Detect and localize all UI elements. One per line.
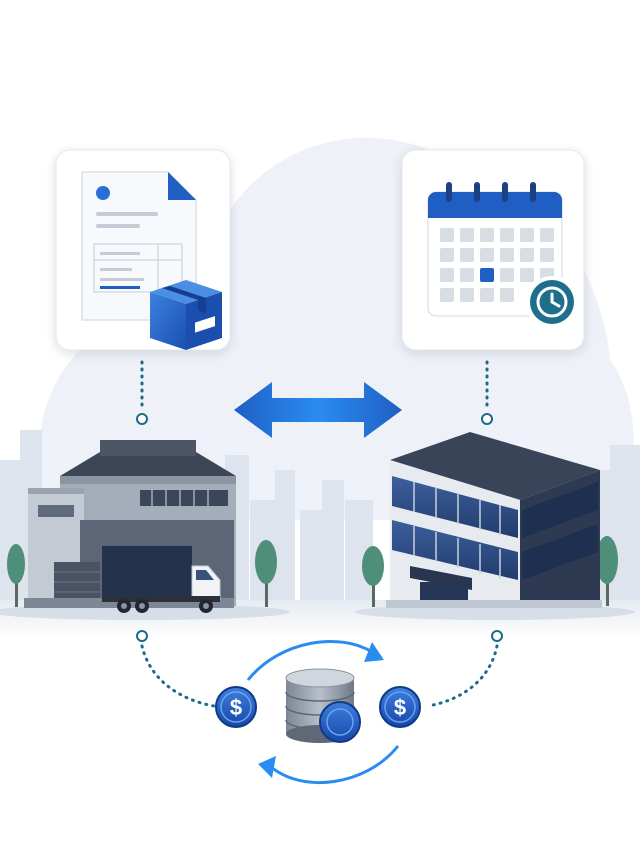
dollar-symbol-right: $ bbox=[394, 695, 406, 720]
calendar-day bbox=[460, 248, 474, 262]
calendar-day-grid bbox=[440, 228, 554, 302]
calendar-day bbox=[520, 228, 534, 242]
office-windows bbox=[392, 476, 598, 580]
calendar-day bbox=[440, 288, 454, 302]
connector-invoice-to-warehouse bbox=[136, 360, 148, 425]
calendar-day bbox=[460, 228, 474, 242]
trees-right bbox=[362, 536, 618, 607]
calendar-day bbox=[520, 268, 534, 282]
calendar-day bbox=[440, 268, 454, 282]
calendar-day bbox=[460, 288, 474, 302]
invoice-document-icon bbox=[81, 171, 197, 321]
calendar-day bbox=[440, 228, 454, 242]
calendar-day bbox=[520, 248, 534, 262]
calendar-day bbox=[500, 228, 514, 242]
calendar-day bbox=[500, 248, 514, 262]
calendar-day bbox=[460, 268, 474, 282]
calendar-day bbox=[480, 288, 494, 302]
connector-calendar-to-office bbox=[481, 360, 493, 425]
calendar-day bbox=[440, 248, 454, 262]
calendar-icon bbox=[427, 182, 563, 317]
double-arrow-icon bbox=[234, 382, 402, 438]
office-building-icon bbox=[386, 432, 602, 608]
package-box-icon bbox=[150, 280, 222, 350]
calendar-day bbox=[540, 228, 554, 242]
dollar-coin-right: $ bbox=[379, 686, 421, 728]
coin-stack-icon bbox=[285, 668, 361, 743]
trees-left bbox=[7, 540, 277, 607]
calendar-day bbox=[500, 288, 514, 302]
calendar-day-selected bbox=[480, 268, 494, 282]
connector-office-to-coin bbox=[426, 630, 503, 708]
calendar-day bbox=[480, 248, 494, 262]
calendar-day bbox=[540, 248, 554, 262]
calendar-day bbox=[480, 228, 494, 242]
cycle-arrows-icon bbox=[246, 640, 400, 785]
clock-icon bbox=[526, 276, 578, 328]
dollar-coin-left: $ bbox=[215, 686, 257, 728]
connector-warehouse-to-coin bbox=[136, 630, 216, 708]
calendar-day bbox=[500, 268, 514, 282]
dollar-symbol-left: $ bbox=[230, 695, 242, 720]
delivery-truck-icon bbox=[102, 546, 221, 613]
